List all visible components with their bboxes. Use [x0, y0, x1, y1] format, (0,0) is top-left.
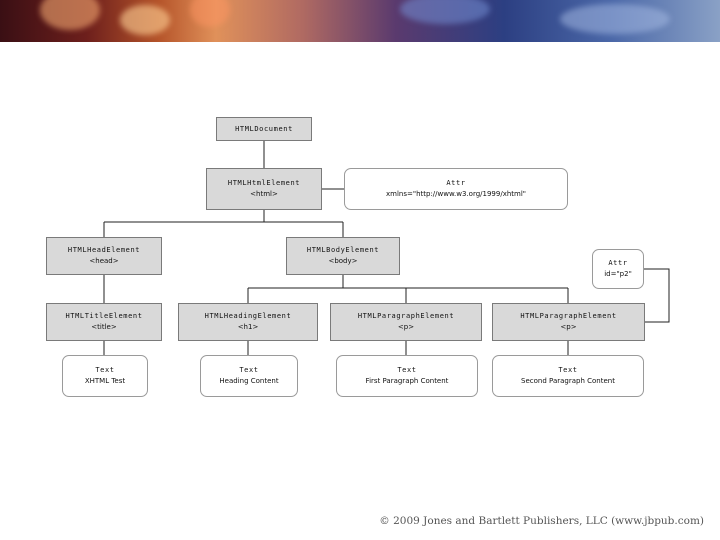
header-banner-image	[0, 0, 720, 42]
node-value: xmlns="http://www.w3.org/1999/xhtml"	[386, 190, 526, 198]
node-title: HTMLDocument	[235, 124, 293, 133]
node-value: id="p2"	[604, 270, 632, 278]
node-value: First Paragraph Content	[365, 377, 449, 385]
node-attr-id: Attr id="p2"	[592, 249, 644, 289]
node-title: HTMLHeadingElement	[204, 312, 292, 320]
node-title: Text	[95, 366, 115, 374]
node-title: Text	[397, 366, 417, 374]
node-htmlheadelement: HTMLHeadElement <head>	[46, 237, 162, 275]
node-title: HTMLHeadElement	[67, 246, 141, 254]
node-value: XHTML Test	[84, 377, 126, 385]
node-attr-xmlns: Attr xmlns="http://www.w3.org/1999/xhtml…	[344, 168, 568, 210]
copyright-footer: © 2009 Jones and Bartlett Publishers, LL…	[379, 515, 704, 527]
node-tag: <html>	[250, 190, 278, 198]
node-title: HTMLTitleElement	[65, 312, 143, 320]
node-title: HTMLParagraphElement	[520, 312, 617, 320]
node-text-first-paragraph: Text First Paragraph Content	[336, 355, 478, 397]
node-tag: <h1>	[237, 323, 259, 331]
node-htmlbodyelement: HTMLBodyElement <body>	[286, 237, 400, 275]
node-tag: <head>	[89, 257, 119, 265]
node-title: HTMLHtmlElement	[227, 179, 301, 187]
node-tag: <title>	[91, 323, 117, 331]
node-htmldocument: HTMLDocument	[216, 117, 312, 141]
node-value: Second Paragraph Content	[521, 377, 615, 385]
node-text-heading-content: Text Heading Content	[200, 355, 298, 397]
node-htmlheadingelement: HTMLHeadingElement <h1>	[178, 303, 318, 341]
node-title: Text	[239, 366, 259, 374]
node-text-xhtml-test: Text XHTML Test	[62, 355, 148, 397]
node-title: Attr	[608, 259, 628, 267]
node-value: Heading Content	[219, 377, 279, 385]
node-htmlparagraphelement-2: HTMLParagraphElement <p>	[492, 303, 645, 341]
node-tag: <p>	[397, 323, 415, 331]
node-title: Attr	[446, 179, 466, 187]
node-htmlhtmlelement: HTMLHtmlElement <html>	[206, 168, 322, 210]
node-tag: <body>	[328, 257, 358, 265]
node-title: HTMLBodyElement	[306, 246, 380, 254]
node-title: Text	[558, 366, 578, 374]
node-title: HTMLParagraphElement	[357, 312, 455, 320]
node-htmlparagraphelement-1: HTMLParagraphElement <p>	[330, 303, 482, 341]
node-text-second-paragraph: Text Second Paragraph Content	[492, 355, 644, 397]
node-htmltitleelement: HTMLTitleElement <title>	[46, 303, 162, 341]
node-tag: <p>	[560, 323, 577, 331]
